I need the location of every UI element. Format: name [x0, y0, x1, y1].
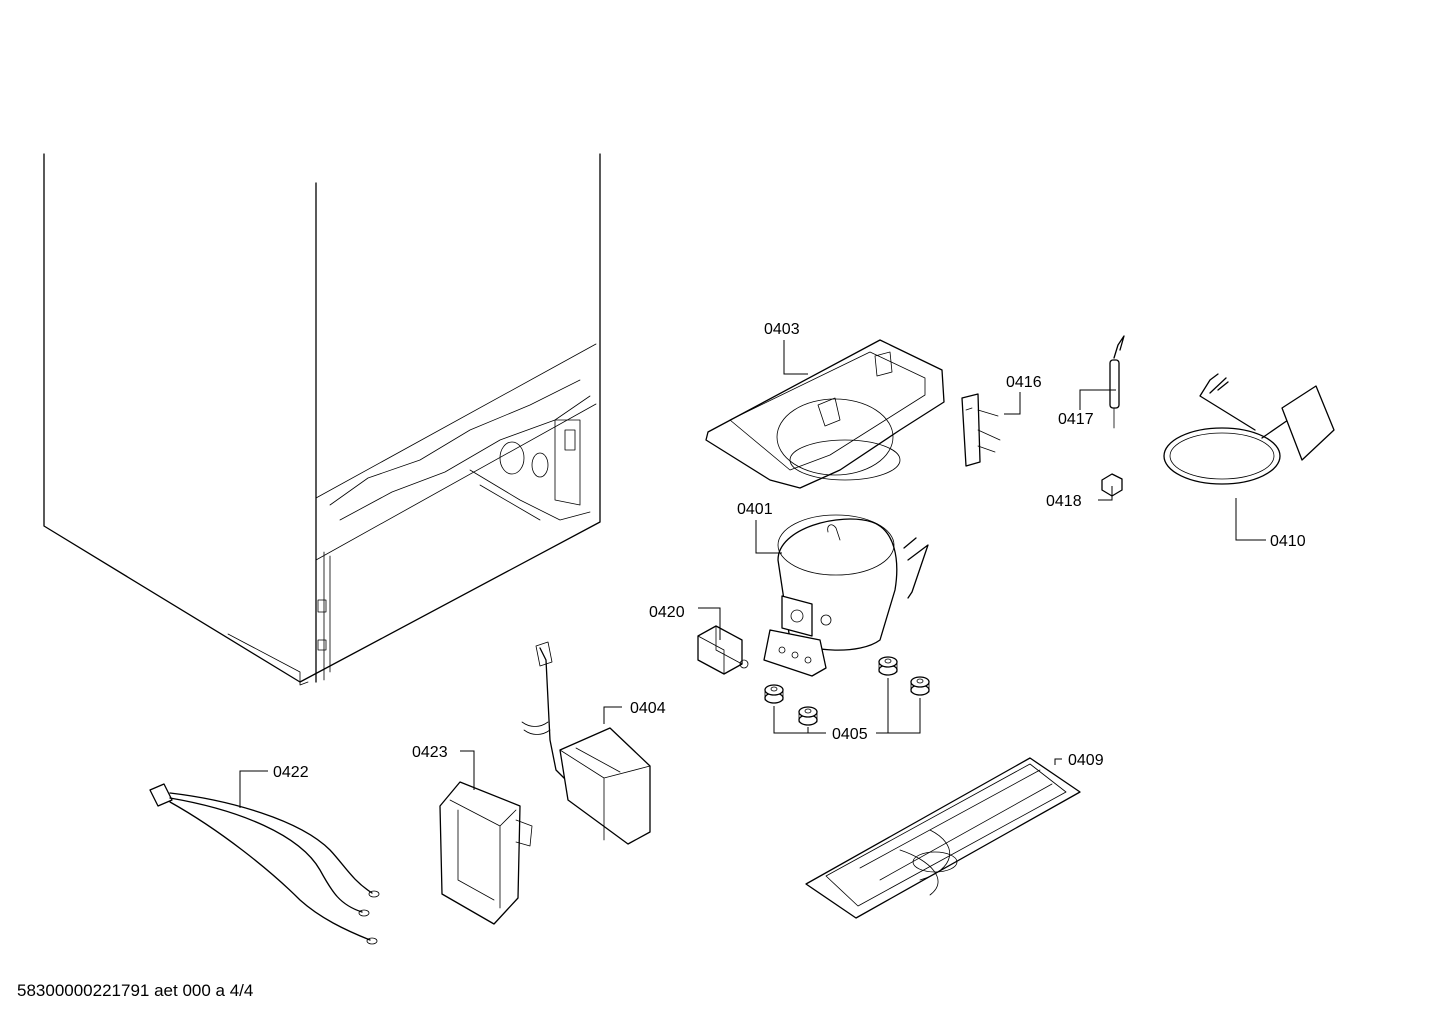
- appliance-cabinet: [43, 153, 601, 686]
- part-0403-drip-tray: [705, 339, 945, 489]
- label-0410: 0410: [1270, 533, 1306, 550]
- part-0417-sensor: [1109, 335, 1125, 429]
- document-footer-id: 58300000221791 aet 000 a 4/4: [17, 981, 254, 1000]
- label-0401: 0401: [737, 501, 773, 518]
- leader-lines: [239, 340, 1266, 808]
- part-0423-bracket: [439, 781, 533, 925]
- label-0418: 0418: [1046, 493, 1082, 510]
- part-0405-rubber-feet: [764, 656, 930, 726]
- part-0422-wiring-harness: [149, 783, 380, 945]
- label-0417: 0417: [1058, 411, 1094, 428]
- label-0420: 0420: [649, 604, 685, 621]
- part-0416-relay: [961, 393, 1001, 467]
- part-labels: 0403 0416 0417 0418 0410 0401 0420 0404 …: [273, 321, 1306, 781]
- part-0404-electronics-module: [521, 641, 651, 845]
- part-0401-compressor: [763, 514, 929, 677]
- part-0410-power-cord: [1163, 373, 1335, 485]
- part-0420-capacitor: [697, 625, 749, 675]
- label-0405: 0405: [832, 726, 868, 743]
- label-0404: 0404: [630, 700, 666, 717]
- label-0422: 0422: [273, 764, 309, 781]
- label-0416: 0416: [1006, 374, 1042, 391]
- label-0409: 0409: [1068, 752, 1104, 769]
- label-0403: 0403: [764, 321, 800, 338]
- part-0418-clip: [1101, 473, 1123, 497]
- part-0409-base-plate: [805, 757, 1081, 919]
- label-0423: 0423: [412, 744, 448, 761]
